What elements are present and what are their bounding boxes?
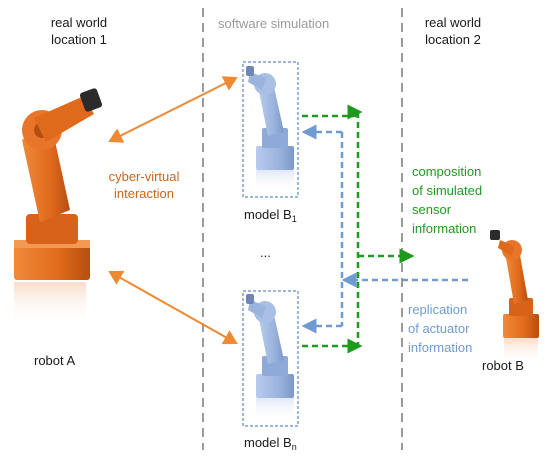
composition-line1: composition xyxy=(412,164,482,179)
composition-line4: information xyxy=(412,221,477,236)
model-bn-label: model Bn xyxy=(244,434,297,456)
section-title-software-simulation: software simulation xyxy=(218,16,330,31)
section-title-location-2: real world location 2 xyxy=(418,14,488,48)
model-bn-image xyxy=(246,294,294,422)
composition-line3: sensor xyxy=(412,202,452,217)
robot-a-image xyxy=(14,88,103,327)
model-b1-image xyxy=(246,66,294,194)
model-b1-label-text: model B xyxy=(244,207,292,222)
cyber-virtual-interaction-label: cyber-virtual interaction xyxy=(96,168,192,202)
section-title-location-2-line2: location 2 xyxy=(425,32,481,47)
section-title-location-1-line2: location 1 xyxy=(51,32,107,47)
model-bn-frame xyxy=(242,290,299,427)
section-title-location-1-line1: real world xyxy=(50,15,108,30)
robot-a-label: robot A xyxy=(34,353,76,368)
section-title-location-1: real world location 1 xyxy=(44,14,114,48)
robot-b-image xyxy=(490,230,539,364)
cyber-virtual-line1: cyber-virtual xyxy=(108,169,180,184)
replication-line1: replication xyxy=(408,302,468,317)
model-bn-label-sub: n xyxy=(291,442,297,452)
cyber-virtual-line2: interaction xyxy=(114,186,174,201)
ellipsis-label: ... xyxy=(260,245,271,260)
section-title-location-2-line1: real world xyxy=(424,15,482,30)
composition-line2: of simulated xyxy=(412,183,483,198)
robot-b-label: robot B xyxy=(482,358,524,373)
composition-label: composition of simulated sensor informat… xyxy=(412,162,482,238)
model-bn-label-text: model B xyxy=(244,435,292,450)
replication-line2: of actuator xyxy=(408,321,470,336)
green-sensor-connectors xyxy=(302,104,415,354)
replication-line3: information xyxy=(408,340,473,355)
model-b1-label-sub: 1 xyxy=(291,214,297,224)
blue-actuator-connectors xyxy=(301,124,468,334)
replication-label: replication of actuator information xyxy=(408,300,472,357)
model-b1-frame xyxy=(242,61,299,198)
arrow-robot-a-model-b1 xyxy=(108,76,238,143)
arrow-robot-a-model-bn xyxy=(108,270,238,345)
model-b1-label: model B1 xyxy=(244,206,297,228)
